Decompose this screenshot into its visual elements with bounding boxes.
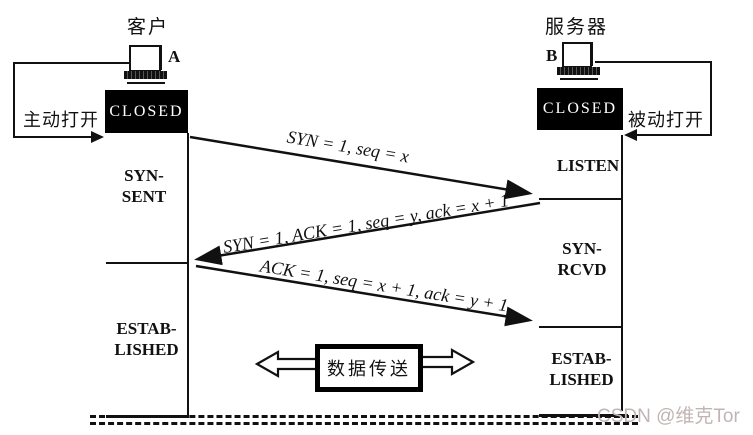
client-host-letter: A [168, 47, 181, 66]
client-closed-state-box: CLOSED [105, 90, 188, 133]
server-base-shape [560, 78, 598, 80]
bottom-dashed-line-2 [90, 422, 638, 425]
client-established-tick [106, 262, 188, 264]
passive-open-label: 被动打开 [628, 110, 704, 130]
active-open-arrowhead-icon [91, 131, 104, 143]
server-established-tick [539, 326, 622, 328]
synack-message-label: SYN = 1, ACK = 1, seq = y, ack = x + 1 [221, 190, 511, 258]
server-listen-state: LISTEN [556, 156, 620, 175]
client-title: 客户 [127, 17, 170, 38]
bottom-dashed-line-1 [90, 415, 638, 418]
passive-open-arrowhead-icon [624, 129, 637, 141]
client-keyboard-shape [124, 71, 167, 79]
server-monitor-shape [562, 42, 592, 68]
client-monitor-edge [160, 45, 162, 70]
client-timeline [187, 133, 189, 418]
server-synrcvd-tick [539, 198, 622, 200]
server-closed-state-box: CLOSED [537, 88, 623, 130]
client-synsent-state: SYN- SENT [121, 166, 167, 206]
active-open-label: 主动打开 [23, 110, 99, 130]
data-transfer-box: 数据传送 [315, 344, 423, 392]
ack-message-label: ACK = 1, seq = x + 1, ack = y + 1 [258, 255, 510, 316]
server-established-state: ESTAB- LISHED [549, 349, 614, 389]
server-timeline [621, 135, 623, 411]
client-timeline-footer [106, 415, 189, 418]
server-timeline-footer [539, 414, 628, 417]
watermark-text: CSDN @维克Tor [597, 406, 740, 427]
server-title: 服务器 [545, 17, 609, 38]
server-host-letter: B [546, 46, 558, 65]
data-transfer-left-arrow-icon [254, 350, 318, 378]
server-monitor-edge [591, 42, 593, 66]
server-synrcvd-state: SYN- RCVD [557, 239, 607, 279]
client-established-state: ESTAB- LISHED [114, 319, 179, 359]
client-base-shape [127, 82, 165, 84]
server-keyboard-shape [557, 67, 600, 75]
client-monitor-shape [129, 45, 161, 72]
syn-message-label: SYN = 1, seq = x [285, 126, 411, 167]
